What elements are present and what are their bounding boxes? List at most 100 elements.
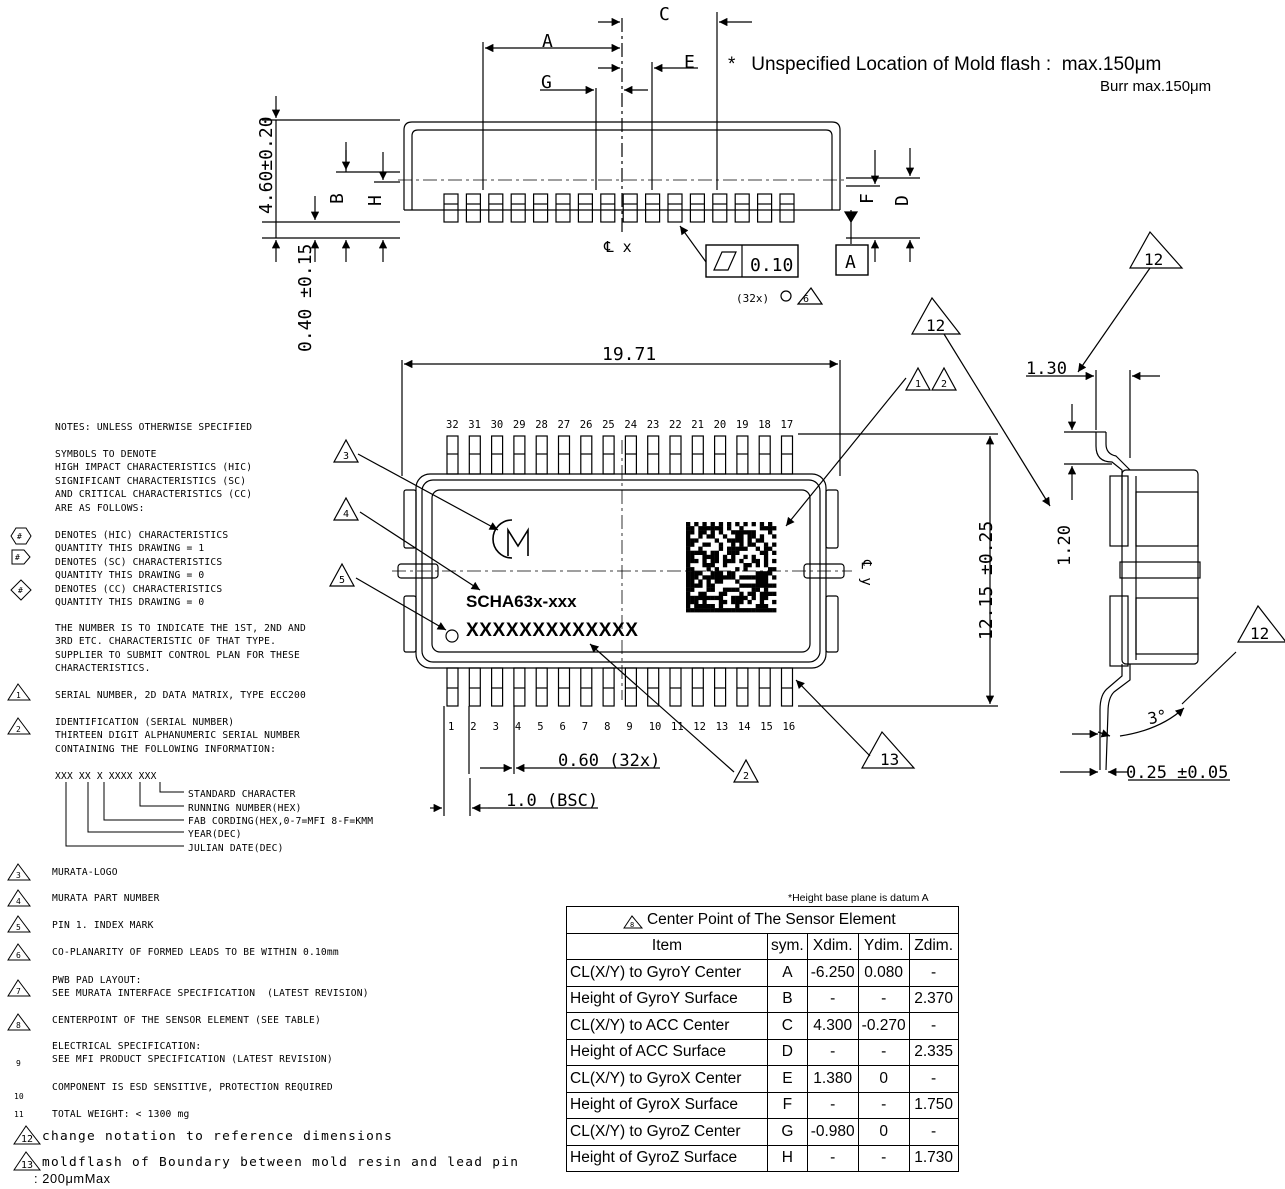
- data-matrix-cell: [759, 538, 765, 543]
- svg-text:3: 3: [16, 871, 21, 880]
- end-view-labels: 1.30 1.20 3° 0.25 ±0.05: [1026, 359, 1228, 783]
- data-matrix-cell: [735, 567, 740, 572]
- ydim-cell: 0: [857, 1065, 910, 1093]
- pin-label-top: 20: [714, 419, 727, 431]
- top-lead: [491, 435, 504, 475]
- bottom-lead: [713, 667, 727, 707]
- top-lead: [624, 435, 638, 475]
- side-lead: [600, 193, 616, 223]
- burr-note: Burr max.150μm: [1100, 78, 1212, 95]
- side-lead: [644, 193, 661, 223]
- data-matrix-cell: [727, 587, 732, 592]
- svg-text:10: 10: [14, 1092, 24, 1101]
- data-matrix-cell: [694, 575, 699, 580]
- pin-label-top: 32: [446, 419, 459, 431]
- data-matrix-cell: [718, 599, 724, 605]
- dim-standoff: 0.40 ±0.15: [295, 244, 316, 352]
- top-lead: [669, 435, 682, 475]
- sym-cell: B: [767, 985, 808, 1013]
- data-matrix-cell: [710, 558, 715, 564]
- data-matrix-cell: [763, 546, 769, 551]
- side-view: [262, 12, 920, 305]
- data-matrix-cell: [763, 550, 769, 555]
- bottom-lead: [647, 667, 660, 707]
- bottom-lead: [446, 667, 459, 707]
- data-matrix-cell: [747, 538, 752, 543]
- bottom-lead: [557, 667, 571, 707]
- data-matrix-cell: [690, 583, 695, 588]
- data-matrix-cell: [747, 542, 752, 547]
- data-matrix-cell: [710, 526, 715, 531]
- data-matrix-cell: [718, 522, 724, 527]
- data-matrix-cell: [698, 546, 703, 551]
- data-matrix-cell: [690, 575, 695, 580]
- data-matrix-cell: [706, 595, 711, 601]
- data-matrix-cell: [731, 595, 736, 601]
- notes-number: THE NUMBER IS TO INDICATE THE 1ST, 2ND A…: [55, 623, 306, 675]
- dim-angle: 3°: [1146, 706, 1169, 729]
- data-matrix-cell: [751, 542, 756, 547]
- data-matrix-cell: [706, 575, 711, 580]
- data-matrix-cell: [686, 526, 691, 531]
- data-matrix-cell: [718, 579, 724, 584]
- side-lead: [712, 193, 728, 223]
- data-matrix-cell: [690, 579, 695, 584]
- notes-sc: DENOTES (SC) CHARACTERISTICS QUANTITY TH…: [55, 557, 223, 582]
- data-matrix-cell: [690, 599, 695, 605]
- ydim-cell: -: [857, 1038, 910, 1066]
- serial-format-item-2: RUNNING NUMBER(HEX): [188, 803, 302, 814]
- pin-label-bottom: 2: [470, 721, 476, 733]
- data-matrix-cell: [686, 546, 691, 551]
- data-matrix-cell: [763, 563, 769, 568]
- svg-text:#: #: [17, 532, 22, 541]
- data-matrix-cell: [772, 599, 777, 605]
- pin-label-bottom: 3: [493, 721, 499, 733]
- data-matrix-cell: [718, 608, 724, 613]
- data-matrix-cell: [768, 546, 773, 551]
- data-matrix-cell: [714, 558, 719, 564]
- side-lead: [510, 193, 526, 223]
- data-matrix-cell: [714, 571, 719, 576]
- data-matrix-cell: [714, 567, 719, 572]
- data-matrix-cell: [694, 538, 699, 543]
- header-sym: sym.: [767, 932, 808, 960]
- xdim-cell: 1.380: [806, 1065, 859, 1093]
- data-matrix-cell: [694, 522, 699, 527]
- side-lead: [443, 193, 459, 223]
- data-matrix-cell: [759, 599, 765, 605]
- sym-cell: E: [767, 1065, 808, 1093]
- data-matrix-cell: [731, 546, 736, 551]
- data-matrix-cell: [759, 571, 765, 576]
- data-matrix-cell: [686, 583, 691, 588]
- data-matrix-cell: [710, 608, 715, 613]
- data-matrix-cell: [710, 534, 715, 539]
- data-matrix-cell: [710, 583, 715, 588]
- data-matrix-cell: [735, 579, 740, 584]
- data-matrix-cell: [768, 530, 773, 535]
- side-leads: [443, 193, 795, 223]
- pin-label-top: 26: [580, 419, 593, 431]
- data-matrix-cell: [747, 534, 752, 539]
- data-matrix-cell: [743, 522, 748, 527]
- height-base-note: *Height base plane is datum A: [788, 892, 929, 904]
- data-matrix-cell: [727, 571, 732, 576]
- data-matrix-cell: [759, 604, 765, 609]
- pin-label-bottom: 16: [783, 721, 796, 733]
- item-cell: CL(X/Y) to GyroX Center: [566, 1065, 768, 1093]
- data-matrix-cell: [714, 608, 719, 613]
- data-matrix-cell: [759, 550, 765, 555]
- note-8: CENTERPOINT OF THE SENSOR ELEMENT (SEE T…: [52, 1015, 321, 1026]
- dim-F: F: [857, 193, 878, 204]
- pin-label-top: 29: [513, 419, 526, 431]
- note-13: moldflash of Boundary between mold resin…: [42, 1155, 520, 1170]
- data-matrix-cell: [686, 550, 691, 555]
- data-matrix-cell: [763, 583, 769, 588]
- svg-text:#: #: [18, 586, 23, 595]
- top-lead: [780, 435, 794, 475]
- dim-lead-height: 1.20: [1055, 525, 1075, 566]
- data-matrix-cell: [706, 542, 711, 547]
- data-matrix-cell: [743, 567, 748, 572]
- data-matrix-cell: [743, 608, 748, 613]
- data-matrix-cell: [702, 599, 707, 605]
